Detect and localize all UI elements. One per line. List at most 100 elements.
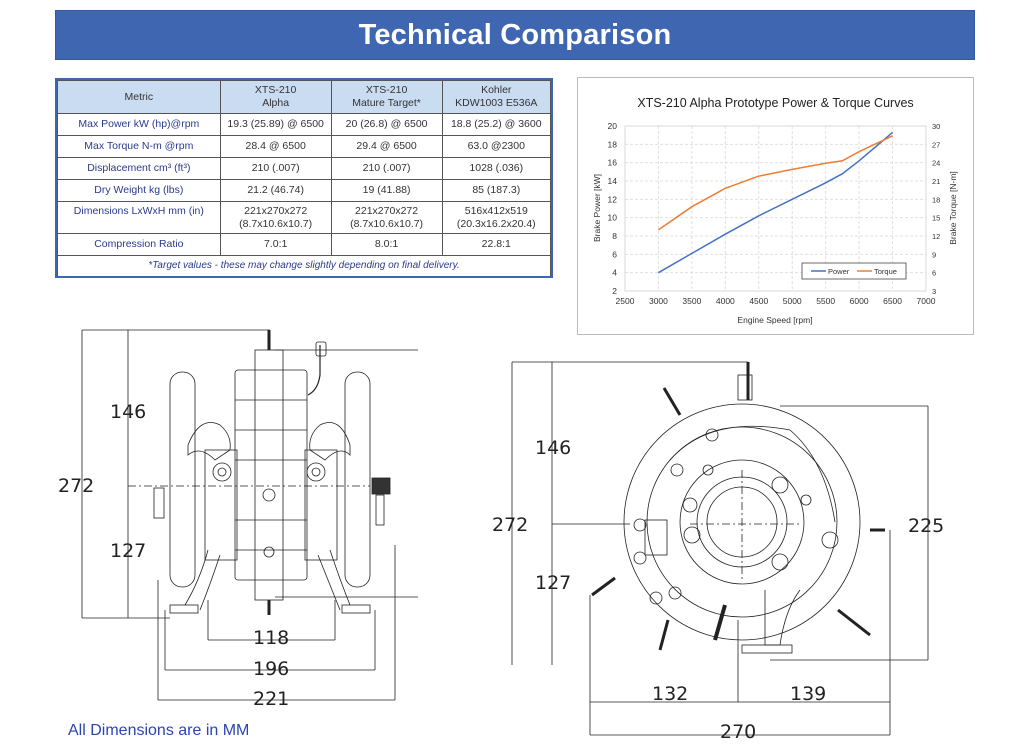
table-row: Max Power kW (hp)@rpm 19.3 (25.89) @ 650… (57, 113, 552, 136)
svg-text:14: 14 (608, 176, 618, 186)
dim-side-upper-146: 146 (535, 437, 571, 459)
dim-side-width-139: 139 (790, 683, 826, 705)
y-axis-label: Brake Power [kW] (592, 174, 602, 242)
svg-text:4500: 4500 (749, 296, 768, 306)
cell-target: 8.0:1 (330, 233, 443, 256)
y2-axis-ticks: 3 6 9 12 15 18 21 24 27 30 (932, 122, 940, 296)
side-view-dimensions: 272 146 127 225 132 139 270 (492, 437, 944, 743)
y-axis-ticks: 2 4 6 8 10 12 14 16 18 20 (608, 121, 618, 296)
svg-text:6500: 6500 (883, 296, 902, 306)
svg-text:3000: 3000 (649, 296, 668, 306)
dim-front-lower-127: 127 (110, 540, 146, 562)
row-metric: Max Power kW (hp)@rpm (57, 113, 221, 136)
cell-target: 210 (.007) (330, 157, 443, 180)
svg-text:6: 6 (932, 269, 936, 278)
svg-text:18: 18 (932, 195, 940, 204)
cell-alpha: 7.0:1 (219, 233, 332, 256)
cell-target: 29.4 @ 6500 (330, 135, 443, 158)
svg-text:2: 2 (612, 286, 617, 296)
svg-text:16: 16 (608, 158, 618, 168)
cell-kohler: 1028 (.036) (441, 157, 552, 180)
y2-axis-label: Brake Torque [N-m] (948, 171, 958, 245)
cell-kohler: 85 (187.3) (441, 179, 552, 202)
target-values-note: *Target values - these may change slight… (57, 255, 551, 276)
dim-side-height-225: 225 (908, 515, 944, 537)
svg-text:3500: 3500 (682, 296, 701, 306)
row-metric: Max Torque N-m @rpm (57, 135, 221, 158)
dim-side-height-272: 272 (492, 514, 528, 536)
dim-front-width-196: 196 (253, 658, 289, 680)
cell-alpha: 19.3 (25.89) @ 6500 (219, 113, 332, 136)
svg-text:7000: 7000 (917, 296, 936, 306)
power-series-line (658, 131, 894, 274)
side-view-drawing: 272 146 127 225 132 139 270 (492, 361, 944, 743)
svg-text:2500: 2500 (616, 296, 635, 306)
svg-text:4000: 4000 (716, 296, 735, 306)
table-row: Max Torque N-m @rpm 28.4 @ 6500 29.4 @ 6… (57, 135, 552, 158)
col-header-metric: Metric (57, 80, 221, 114)
title-banner: Technical Comparison (55, 10, 975, 60)
chart-title: XTS-210 Alpha Prototype Power & Torque C… (637, 96, 914, 110)
svg-text:3: 3 (932, 287, 936, 296)
cell-alpha: 221x270x272(8.7x10.6x10.7) (219, 201, 332, 234)
chart-legend: Power Torque (801, 262, 907, 280)
cell-alpha: 210 (.007) (219, 157, 332, 180)
cell-kohler: 22.8:1 (441, 233, 552, 256)
cell-kohler: 18.8 (25.2) @ 3600 (441, 113, 552, 136)
table-note-row: *Target values - these may change slight… (57, 255, 551, 276)
dim-front-upper-146: 146 (110, 401, 146, 423)
cell-target: 19 (41.88) (330, 179, 443, 202)
legend-torque-label: Torque (874, 267, 897, 276)
cell-target: 20 (26.8) @ 6500 (330, 113, 443, 136)
svg-text:24: 24 (932, 159, 940, 168)
row-metric: Dimensions LxWxH mm (in) (57, 201, 221, 234)
svg-text:12: 12 (932, 232, 940, 241)
cell-kohler: 63.0 @2300 (441, 135, 552, 158)
cell-alpha: 21.2 (46.74) (219, 179, 332, 202)
dim-side-width-132: 132 (652, 683, 688, 705)
svg-text:6: 6 (612, 249, 617, 259)
legend-power-label: Power (828, 267, 850, 276)
power-torque-chart: XTS-210 Alpha Prototype Power & Torque C… (577, 77, 974, 335)
page-title: Technical Comparison (358, 18, 672, 51)
dimensions-unit-note: All Dimensions are in MM (68, 722, 250, 739)
dim-side-width-270: 270 (720, 721, 756, 743)
table-row: Dimensions LxWxH mm (in) 221x270x272(8.7… (57, 201, 552, 234)
svg-text:15: 15 (932, 214, 940, 223)
dim-front-width-118: 118 (253, 627, 289, 649)
torque-series-line (657, 135, 893, 231)
dim-front-width-221: 221 (253, 688, 289, 710)
dim-side-lower-127: 127 (535, 572, 571, 594)
svg-text:6000: 6000 (850, 296, 869, 306)
svg-text:4: 4 (612, 268, 617, 278)
cell-target: 221x270x272(8.7x10.6x10.7) (330, 201, 443, 234)
svg-text:5500: 5500 (816, 296, 835, 306)
cell-kohler: 516x412x519(20.3x16.2x20.4) (441, 201, 552, 234)
plot-area (624, 125, 927, 292)
svg-text:21: 21 (932, 177, 940, 186)
front-view-dimensions: 272 146 127 118 196 221 (58, 401, 289, 710)
svg-text:27: 27 (932, 140, 940, 149)
table-row: Displacement cm³ (ft³) 210 (.007) 210 (.… (57, 157, 552, 180)
row-metric: Dry Weight kg (lbs) (57, 179, 221, 202)
svg-text:9: 9 (932, 250, 936, 259)
svg-text:30: 30 (932, 122, 940, 131)
svg-text:12: 12 (608, 194, 618, 204)
svg-text:20: 20 (608, 121, 618, 131)
table-row: Dry Weight kg (lbs) 21.2 (46.74) 19 (41.… (57, 179, 552, 202)
dim-front-height-272: 272 (58, 475, 94, 497)
svg-text:8: 8 (612, 231, 617, 241)
x-axis-label: Engine Speed [rpm] (737, 315, 812, 325)
table-row: Compression Ratio 7.0:1 8.0:1 22.8:1 (57, 233, 552, 256)
svg-text:18: 18 (608, 139, 618, 149)
row-metric: Displacement cm³ (ft³) (57, 157, 221, 180)
svg-text:10: 10 (608, 213, 618, 223)
cell-alpha: 28.4 @ 6500 (219, 135, 332, 158)
